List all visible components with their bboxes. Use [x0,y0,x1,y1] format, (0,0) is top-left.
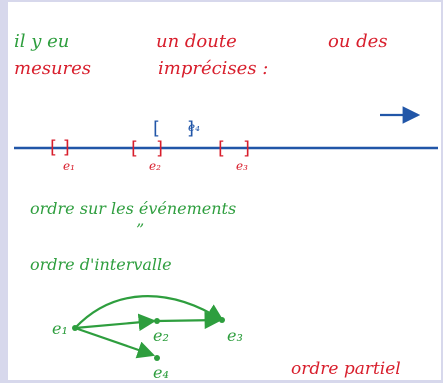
heading-word-1: il y eu [14,31,69,52]
note-partial-order: ordre partiel [291,359,401,379]
whiteboard-canvas: il y eu un doute ou des mesures imprécis… [14,31,438,380]
heading-word-2: un doute [156,31,237,52]
graph-label-e3: e₃ [227,326,243,345]
interval-bracket-e2: [ ] [131,138,163,159]
note-interval-order: ordre d'intervalle [30,255,172,274]
graph-label-e1: e₁ [52,319,68,338]
whiteboard-slide: il y eu un doute ou des mesures imprécis… [8,2,441,380]
heading-word-3: ou des [328,31,388,52]
edge-e1-e2 [74,313,157,332]
note-ditto: ” [136,220,144,239]
heading-word-4: mesures [14,58,91,79]
edge-e1-e3 [74,295,224,329]
note-events-order: ordre sur les événements [30,199,236,218]
interval-bracket-e1: [ ] [50,137,70,158]
timeline-label-e3: e₃ [236,159,248,173]
interval-bracket-e4: [ ] [153,118,194,139]
edge-e2-e3 [156,311,223,330]
timeline-label-e1: e₁ [63,159,75,173]
edge-e1-e4 [74,326,156,359]
timeline-label-e2: e₂ [149,159,161,173]
graph-label-e4: e₄ [153,363,169,380]
graph-node-e4 [154,355,160,361]
heading-word-5: imprécises : [158,58,268,79]
interval-bracket-e3: [ ] [218,138,250,159]
graph-label-e2: e₂ [153,326,169,345]
timeline-label-e4: e₄ [188,120,200,134]
